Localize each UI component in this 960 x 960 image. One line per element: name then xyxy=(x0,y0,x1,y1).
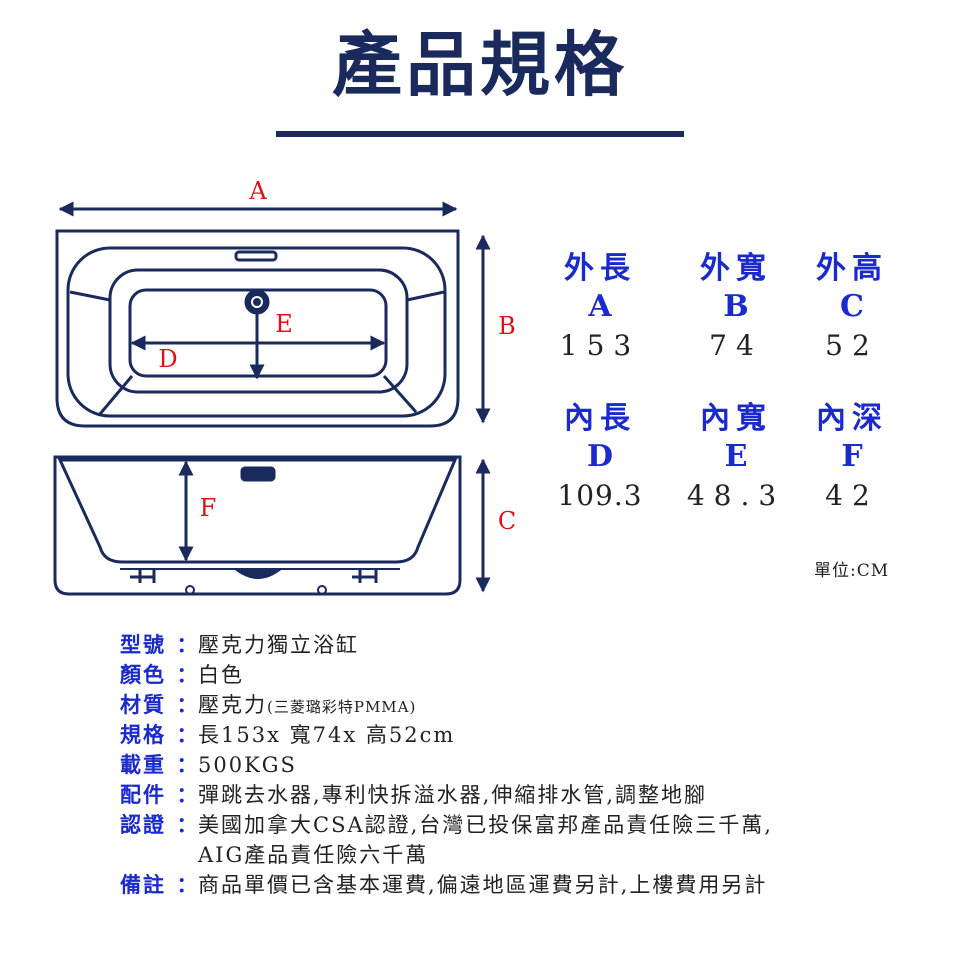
info-label: 顏色 xyxy=(120,662,166,687)
spec-letter: B xyxy=(723,289,749,324)
info-label: 認證 xyxy=(120,812,166,837)
info-colon: ： xyxy=(176,782,198,807)
drain-trap xyxy=(235,567,281,579)
tub-top-basin xyxy=(108,268,409,394)
spec-name: 內深 xyxy=(816,401,888,436)
spec-name: 外寬 xyxy=(700,251,772,286)
drain-circle xyxy=(244,289,270,315)
spec-name: 外高 xyxy=(816,251,888,286)
spec-value: 74 xyxy=(709,329,763,362)
info-row-parts: 配件 ： 彈跳去水器,專利快拆溢水器,伸縮排水管,調整地腳 xyxy=(120,780,920,810)
info-value: 白色 xyxy=(198,663,244,687)
unit-note: 單位:CM xyxy=(814,561,890,581)
label-f: F xyxy=(200,494,217,522)
label-d: D xyxy=(158,345,177,373)
info-colon: ： xyxy=(176,812,198,837)
info-row-color: 顏色 ： 白色 xyxy=(120,660,920,690)
spec-value: 52 xyxy=(825,329,879,362)
spec-inner-length: 內長 D 109.3 xyxy=(540,404,660,510)
info-value: 商品單價已含基本運費,偏遠地區運費另計,上樓費用另計 xyxy=(198,873,768,897)
info-colon: ： xyxy=(176,872,198,897)
info-colon: ： xyxy=(176,632,198,657)
spec-letter: F xyxy=(841,439,863,474)
info-value: 美國加拿大CSA認證,台灣已投保富邦產品責任險三千萬, AIG產品責任險六千萬 xyxy=(198,810,920,870)
label-b: B xyxy=(498,312,516,340)
info-row-load: 載重 ： 500KGS xyxy=(120,750,920,780)
foot-left xyxy=(130,569,156,583)
spec-value: 153 xyxy=(559,329,641,362)
product-info-list: 型號 ： 壓克力獨立浴缸 顏色 ： 白色 材質 ： 壓克力(三菱璐彩特PMMA)… xyxy=(120,630,920,900)
label-c: C xyxy=(498,507,516,535)
info-row-remark: 備註 ： 商品單價已含基本運費,偏遠地區運費另計,上樓費用另計 xyxy=(120,870,920,900)
info-value: 彈跳去水器,專利快拆溢水器,伸縮排水管,調整地腳 xyxy=(198,783,708,807)
info-colon: ： xyxy=(176,722,198,747)
foot-right xyxy=(352,569,378,583)
info-label: 規格 xyxy=(120,722,166,747)
spec-name: 內長 xyxy=(564,401,636,436)
spec-value: 48.3 xyxy=(686,479,786,512)
spec-letter: E xyxy=(724,439,748,474)
info-colon: ： xyxy=(176,692,198,717)
info-row-model: 型號 ： 壓克力獨立浴缸 xyxy=(120,630,920,660)
tub-side-basin xyxy=(57,458,458,564)
side-overflow xyxy=(240,466,276,482)
info-value: 壓克力獨立浴缸 xyxy=(198,633,359,657)
spec-outer-height: 外高 C 52 xyxy=(792,254,912,360)
label-e: E xyxy=(275,310,293,338)
info-label: 備註 xyxy=(120,872,166,897)
tub-top-outline xyxy=(55,229,460,428)
cert-line-2: AIG產品責任險六千萬 xyxy=(198,843,429,867)
tub-top-rim xyxy=(66,246,447,418)
spec-inner-width: 內寬 E 48.3 xyxy=(676,404,796,510)
spec-inner-depth: 內深 F 42 xyxy=(792,404,912,510)
info-colon: ： xyxy=(176,662,198,687)
info-row-cert: 認證 ： 美國加拿大CSA認證,台灣已投保富邦產品責任險三千萬, AIG產品責任… xyxy=(120,810,920,870)
overflow-slot xyxy=(234,250,278,262)
info-label: 載重 xyxy=(120,752,166,777)
spec-value: 42 xyxy=(825,479,879,512)
page-title: 產品規格 xyxy=(332,23,628,106)
info-value: 500KGS xyxy=(198,753,297,777)
info-label: 配件 xyxy=(120,782,166,807)
tub-side-outline xyxy=(53,455,462,596)
label-a: A xyxy=(248,177,267,205)
spec-letter: D xyxy=(586,439,613,474)
info-row-material: 材質 ： 壓克力(三菱璐彩特PMMA) xyxy=(120,690,920,720)
title-underline xyxy=(276,131,684,137)
cert-line-1: 美國加拿大CSA認證,台灣已投保富邦產品責任險三千萬, xyxy=(198,813,773,837)
info-label: 型號 xyxy=(120,632,166,657)
info-value: 壓克力(三菱璐彩特PMMA) xyxy=(198,690,920,722)
spec-name: 外長 xyxy=(564,251,636,286)
spec-letter: A xyxy=(588,289,612,324)
spec-name: 內寬 xyxy=(700,401,772,436)
spec-outer-width: 外寬 B 74 xyxy=(676,254,796,360)
info-label: 材質 xyxy=(120,692,166,717)
spec-outer-length: 外長 A 153 xyxy=(540,254,660,360)
material-name: 壓克力 xyxy=(198,693,267,717)
material-note: (三菱璐彩特PMMA) xyxy=(267,698,417,716)
spec-value: 109.3 xyxy=(557,479,643,512)
info-value: 長153x 寬74x 高52cm xyxy=(198,723,456,747)
info-colon: ： xyxy=(176,752,198,777)
spec-letter: C xyxy=(840,289,864,324)
info-row-size: 規格 ： 長153x 寬74x 高52cm xyxy=(120,720,920,750)
